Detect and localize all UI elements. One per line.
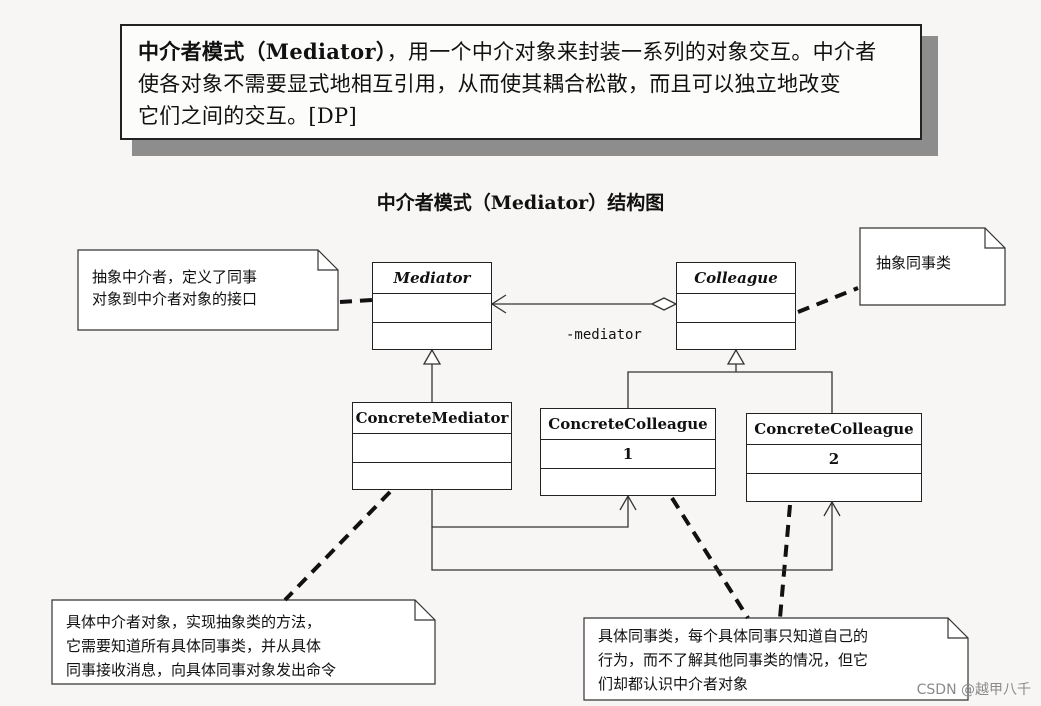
- note-line: 对象到中介者对象的接口: [92, 290, 258, 308]
- class-concrete-mediator-attributes: [353, 434, 511, 463]
- definition-line-1: 中介者模式（Mediator），用一个中介对象来封装一系列的对象交互。中介者: [138, 36, 904, 68]
- class-concrete-mediator: ConcreteMediator: [352, 402, 512, 490]
- note-shape-concrete-mediator: [51, 599, 436, 685]
- definition-term: 中介者模式（Mediator）: [138, 39, 387, 64]
- note-line: 行为，而不了解其他同事类的情况，但它: [598, 651, 869, 669]
- note-line: 它需要知道所有具体同事类，并从具体: [66, 637, 322, 655]
- class-mediator-name: Mediator: [373, 263, 491, 294]
- note-shape-concrete-colleague: [583, 617, 969, 701]
- class-mediator-operations: [373, 323, 491, 351]
- anchor-cc2-note: [778, 504, 792, 619]
- inherit-arrow-mediator: [422, 348, 442, 365]
- note-line: 具体同事类，每个具体同事只知道自己的: [598, 627, 869, 645]
- note-line: 们却都认识中介者对象: [598, 675, 749, 693]
- note-concrete-mediator: 具体中介者对象，实现抽象类的方法， 它需要知道所有具体同事类，并从具体 同事接收…: [54, 604, 424, 692]
- anchor-mediator-note: [339, 298, 373, 304]
- assoc-cm-cc2: [431, 502, 833, 571]
- note-mediator: 抽象中介者，定义了同事 对象到中介者对象的接口: [80, 256, 330, 320]
- inherit-arrow-colleague: [726, 348, 746, 365]
- anchor-concrete-mediator-note: [283, 490, 392, 602]
- definition-line-3: 它们之间的交互。[DP]: [138, 104, 357, 128]
- association-arrowhead: [490, 294, 507, 314]
- note-shape-colleague: [859, 227, 1006, 306]
- aggregation-diamond: [650, 297, 678, 311]
- class-concrete-colleague-2-operations: [747, 474, 921, 502]
- class-concrete-colleague-1-operations: [541, 469, 715, 497]
- class-concrete-mediator-name: ConcreteMediator: [353, 403, 511, 434]
- class-colleague: Colleague: [676, 262, 796, 350]
- note-line: 同事接收消息，向具体同事对象发出命令: [66, 661, 337, 679]
- class-colleague-operations: [677, 323, 795, 351]
- class-concrete-colleague-1-name: ConcreteColleague 1: [541, 409, 715, 463]
- note-line: 抽象中介者，定义了同事: [92, 268, 258, 286]
- note-line: 具体中介者对象，实现抽象类的方法，: [66, 613, 322, 631]
- note-colleague: 抽象同事类: [864, 242, 994, 284]
- note-concrete-colleague: 具体同事类，每个具体同事只知道自己的 行为，而不了解其他同事类的情况，但它 们却…: [586, 620, 956, 706]
- assoc-cm-cc1: [431, 490, 629, 528]
- definition-line-2: 使各对象不需要显式地相互引用，从而使其耦合松散，而且可以独立地改变: [138, 72, 841, 96]
- class-concrete-colleague-2-name: ConcreteColleague 2: [747, 414, 921, 468]
- class-concrete-colleague-2-attributes: [747, 445, 921, 474]
- class-mediator: Mediator: [372, 262, 492, 350]
- note-shape-mediator: [77, 249, 339, 331]
- class-concrete-colleague-1-attributes: [541, 440, 715, 469]
- class-colleague-attributes: [677, 294, 795, 323]
- class-concrete-mediator-operations: [353, 463, 511, 491]
- class-mediator-attributes: [373, 294, 491, 323]
- watermark: CSDN @越甲八千: [916, 682, 1031, 698]
- diagram-title: 中介者模式（Mediator）结构图: [376, 192, 665, 214]
- anchor-cc1-note: [670, 496, 750, 620]
- anchor-colleague-note: [797, 286, 859, 314]
- note-line: 抽象同事类: [876, 254, 952, 272]
- inherit-concrete-colleagues: [627, 371, 833, 413]
- association-label: -mediator: [566, 327, 642, 343]
- definition-box: 中介者模式（Mediator），用一个中介对象来封装一系列的对象交互。中介者 使…: [120, 24, 922, 140]
- definition-line-1-rest: ，用一个中介对象来封装一系列的对象交互。中介者: [386, 40, 877, 64]
- class-colleague-name: Colleague: [677, 263, 795, 294]
- class-concrete-colleague-1: ConcreteColleague 1: [540, 408, 716, 496]
- class-concrete-colleague-2: ConcreteColleague 2: [746, 413, 922, 502]
